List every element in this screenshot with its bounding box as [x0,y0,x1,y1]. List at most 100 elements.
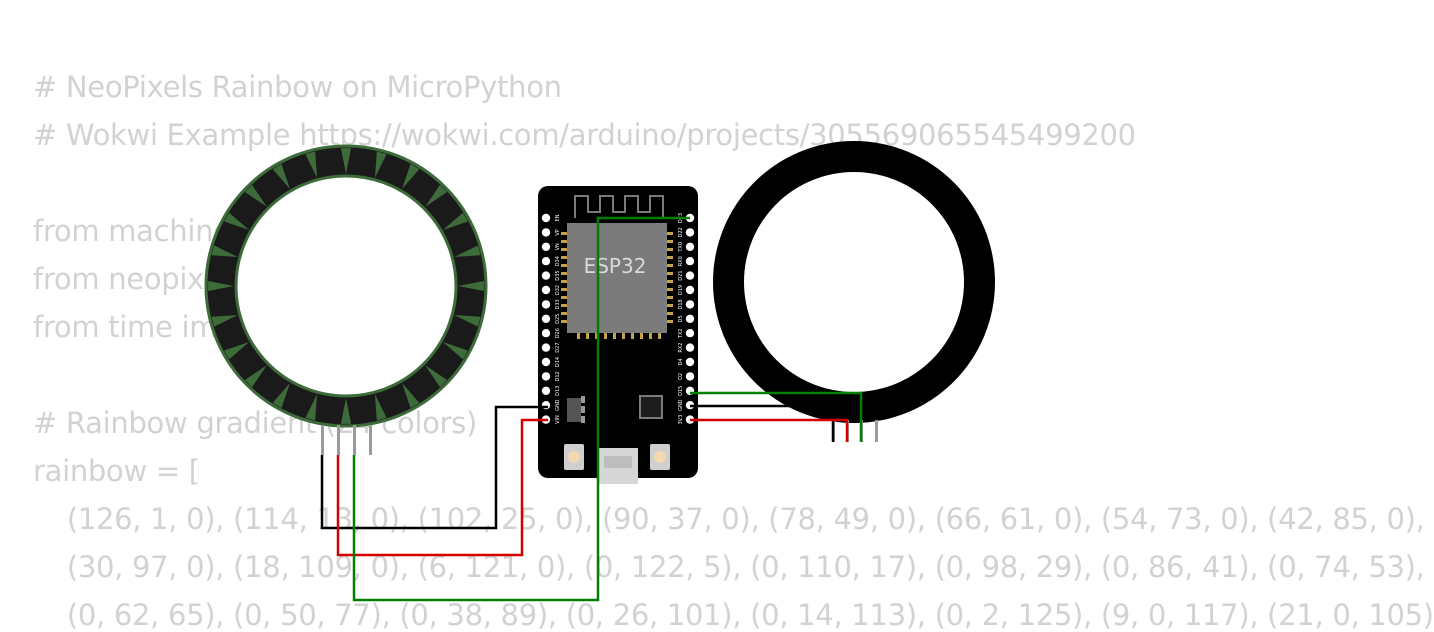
led-segment [402,382,420,408]
module-pad [561,256,568,259]
pin-label: D2 [678,373,684,380]
pin[interactable] [369,425,372,455]
pin-hole[interactable] [685,329,695,338]
circuit-canvas[interactable]: ESP32 ENVPVND34D35D32D33D25D26D27D14D12D… [0,0,1200,630]
pin-hole[interactable] [685,343,695,352]
module-pad [666,240,673,243]
led-segment [454,314,481,327]
wires [320,216,863,602]
antenna-trace [574,195,664,218]
pin-label: TX2 [678,328,684,339]
led-segment [224,212,250,230]
led-segment [425,365,448,388]
pin-hole[interactable] [685,257,695,266]
code-line: # Wokwi Example https://wokwi.com/arduin… [33,118,1136,152]
pin-hole[interactable] [685,300,695,309]
wire-gnd-left[interactable] [320,405,548,530]
pin-label: D34 [555,256,561,266]
regulator-pin [581,416,585,423]
module-pad [561,304,568,307]
pin-label: 3V3 [678,415,684,425]
pin-hole[interactable] [541,343,551,352]
neopixel-ring-right[interactable] [713,141,995,423]
en-button[interactable] [564,444,584,470]
pin-label: D26 [555,328,561,338]
pin[interactable] [321,425,324,455]
pin-label: D14 [555,357,561,367]
pin-hole[interactable] [541,329,551,338]
pin-hole[interactable] [541,213,551,223]
pin[interactable] [875,420,878,442]
module-pad [561,280,568,283]
pin-hole[interactable] [685,314,695,323]
regulator-pin [581,406,585,413]
ring-right-pins [832,420,878,442]
pin-label: VN [555,243,561,250]
module-pad [561,272,568,275]
module-pad [649,332,652,339]
code-line: rainbow = [ [33,454,200,488]
led-segment [272,382,290,408]
boot-button-cap [654,451,666,463]
pin-hole[interactable] [685,357,695,367]
pin-hole[interactable] [541,257,551,266]
pin-label: D18 [678,299,684,309]
pin-hole[interactable] [541,228,551,237]
pin-hole[interactable] [685,228,695,237]
led-segment [244,184,267,207]
module-pad [604,332,607,339]
wire-vin-left[interactable] [336,418,548,557]
pin-hole[interactable] [685,372,695,381]
pin-hole[interactable] [541,357,551,367]
neopixel-ring-left[interactable] [204,144,488,428]
module-pad [666,312,673,315]
module-pad [561,288,568,291]
module-pad [595,332,598,339]
pin-hole[interactable] [685,242,695,251]
pin-label: D32 [555,285,561,295]
pin-label: D33 [555,299,561,309]
code-line: # NeoPixels Rainbow on MicroPython [33,70,562,104]
led-segment [224,342,250,360]
module-pad [561,320,568,323]
led-segment [211,245,238,258]
pin-label: D25 [555,314,561,324]
module-pad [577,332,580,339]
pin-hole[interactable] [541,285,551,295]
pin-label: D27 [555,342,561,352]
pin[interactable] [353,425,356,455]
pin-label: D35 [555,270,561,280]
esp32-board[interactable]: ESP32 ENVPVND34D35D32D33D25D26D27D14D12D… [538,186,698,484]
pin-label: VIN [555,415,561,424]
wire-data-left[interactable] [352,216,690,602]
led-segment [340,148,352,174]
pin-label: GND [678,399,684,411]
pin-label: VP [555,229,561,235]
pin[interactable] [337,425,340,455]
pin-hole[interactable] [541,271,551,280]
module-pad [622,332,625,339]
code-line: (126, 1, 0), (114, 13, 0), (102, 25, 0),… [49,502,1425,536]
ring-left-leds [208,148,484,424]
pin-hole[interactable] [541,300,551,309]
ring-left-pins [321,425,372,455]
boot-button[interactable] [650,444,670,470]
voltage-regulator [567,398,581,422]
wire-gnd-right[interactable] [690,404,835,442]
pin-hole[interactable] [685,271,695,280]
module-pad [666,288,673,291]
module-pad [561,264,568,267]
pin-hole[interactable] [541,314,551,323]
led-segment [425,184,448,207]
wire-3v3-right[interactable] [690,418,849,442]
pin-hole[interactable] [541,242,551,251]
led-segment [305,394,318,421]
pin-label: D21 [678,270,684,280]
led-segment [305,151,318,178]
pin-hole[interactable] [685,285,695,295]
pin-hole[interactable] [541,386,551,395]
pin-hole[interactable] [541,372,551,381]
wire-data-right[interactable] [690,391,863,442]
pin-label: EN [555,214,561,221]
